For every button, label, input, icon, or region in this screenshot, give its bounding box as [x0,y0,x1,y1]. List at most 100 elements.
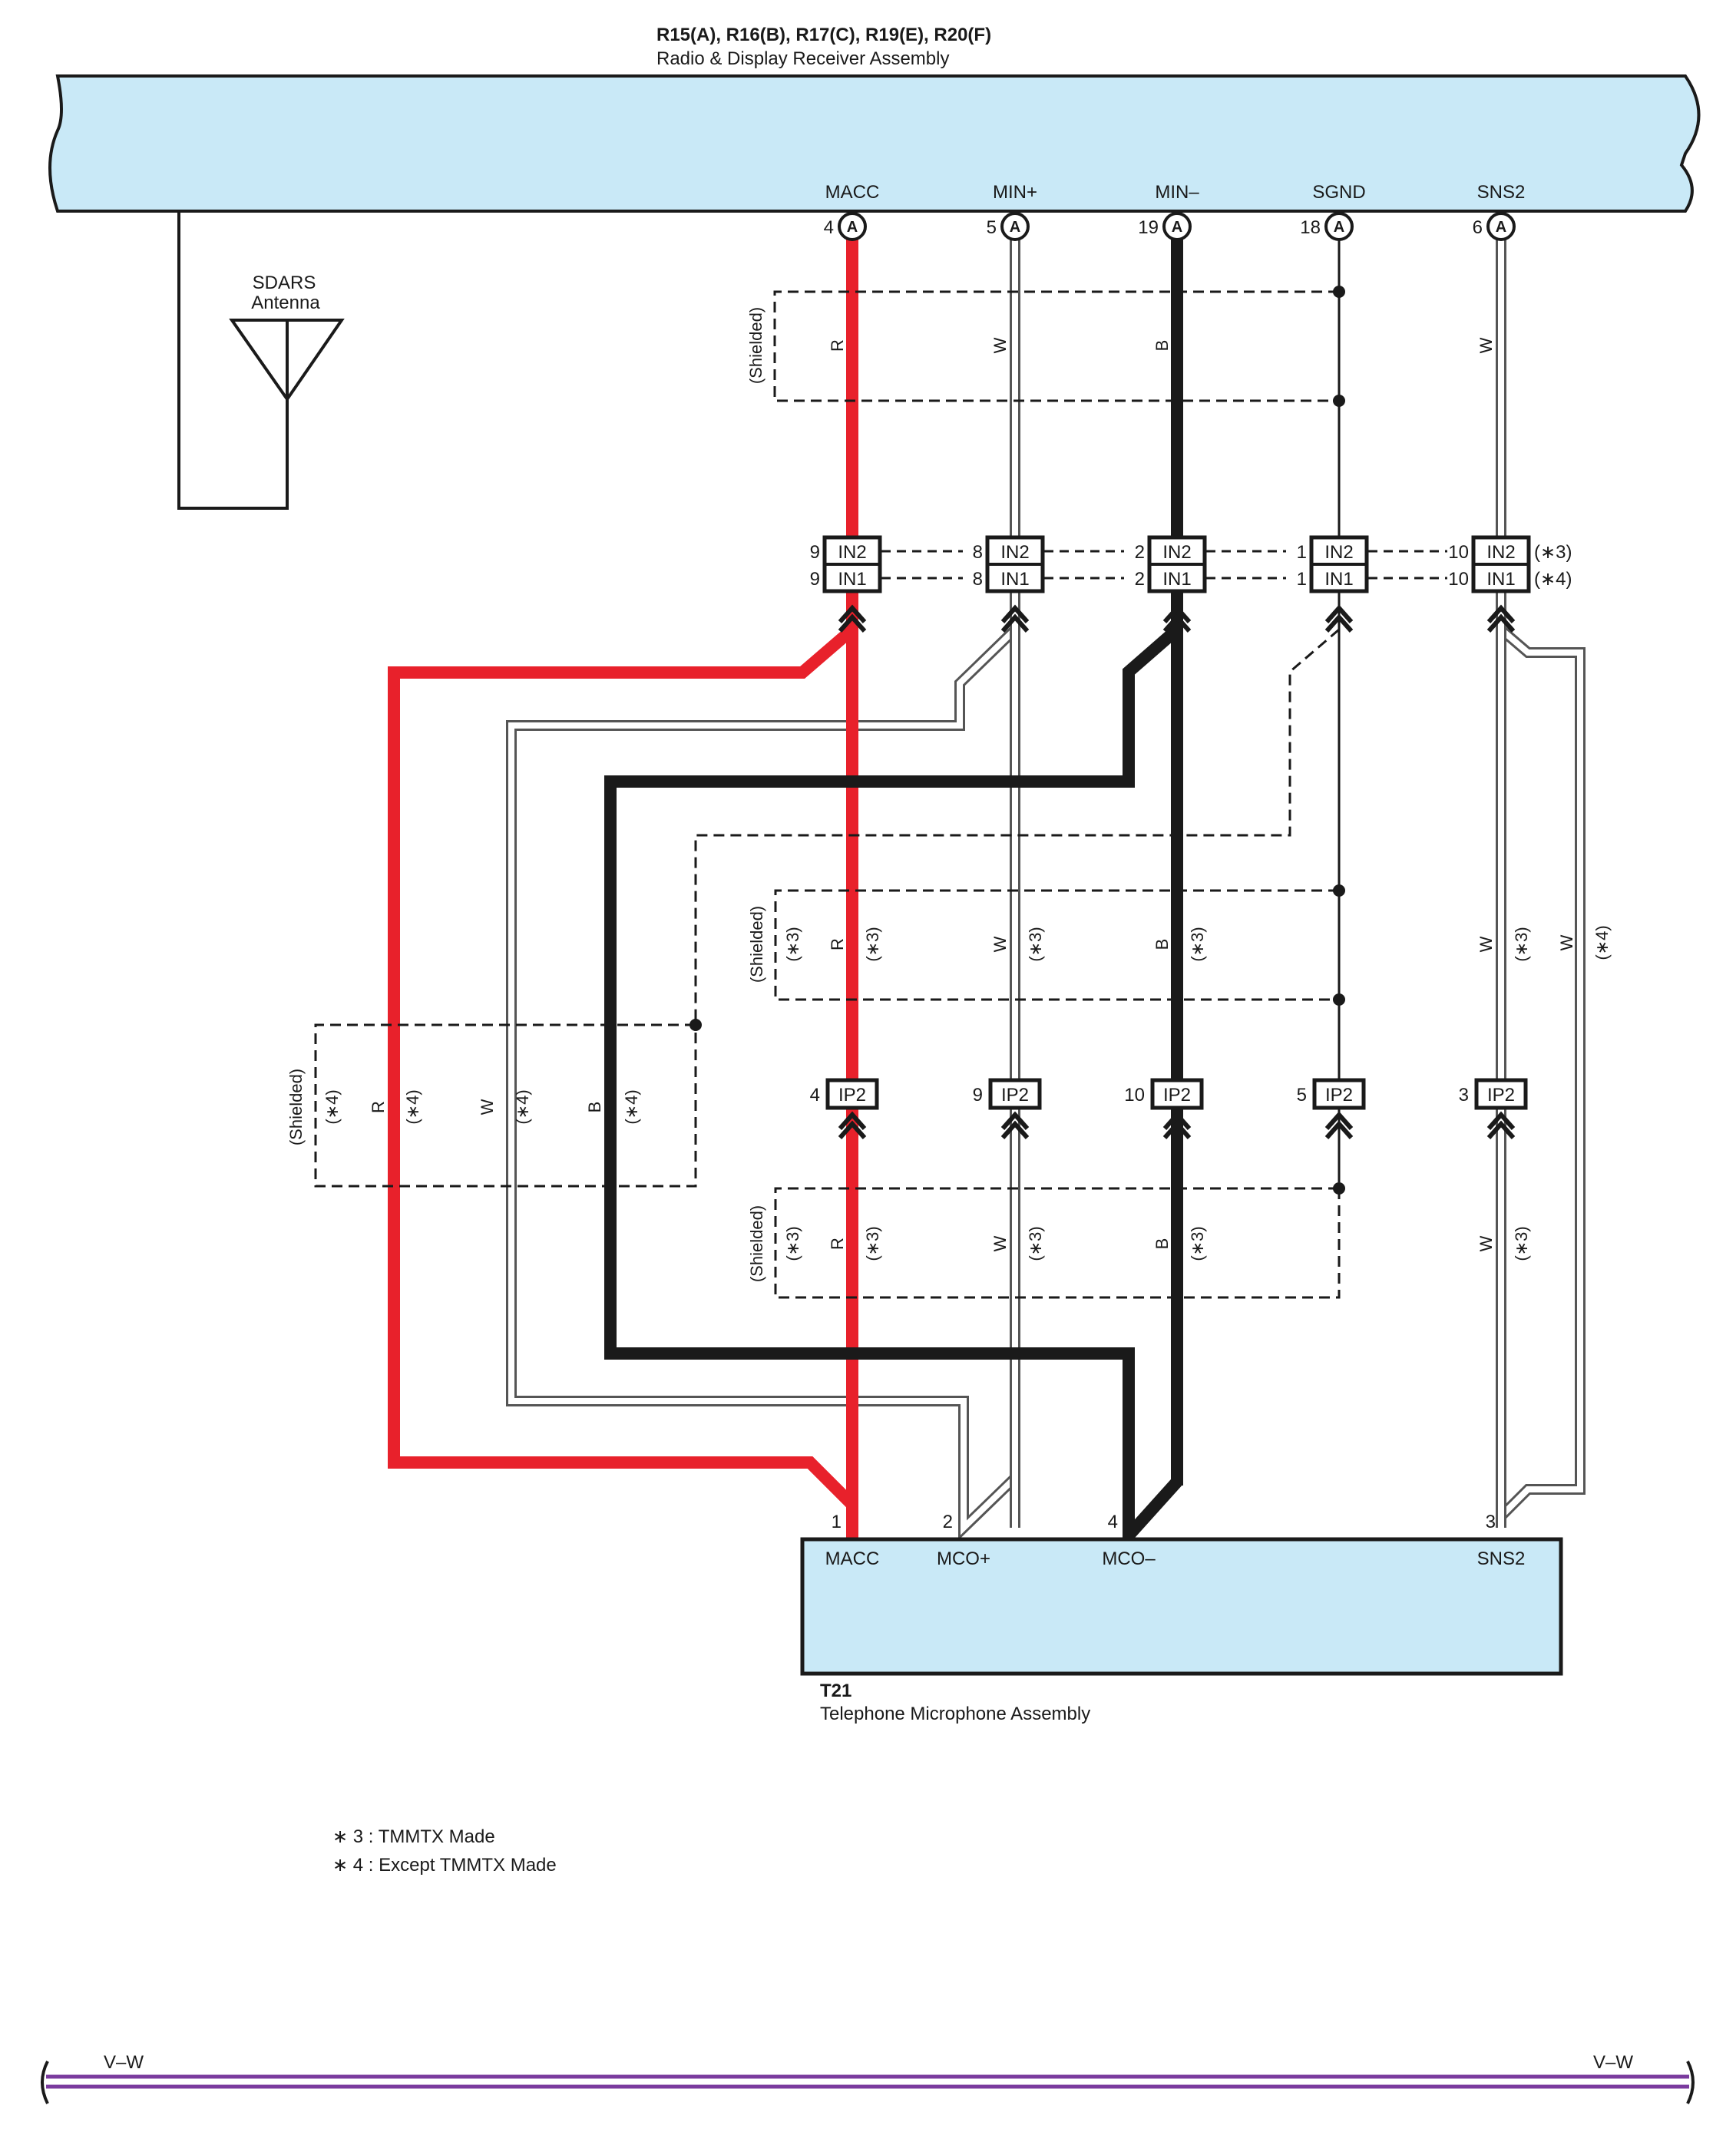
receiver-pin-number: 19 [1138,217,1159,238]
telephone-microphone-assembly [800,1537,1563,1676]
wire-color-label: R [369,1101,388,1113]
mic-pin-name: MCO– [1102,1548,1156,1569]
in-pin-number: 2 [1135,542,1145,563]
white-wires-main [1010,576,1506,1528]
connector-letter: A [1496,219,1506,236]
wire-color-label: W [990,337,1010,353]
mic-pin-name: MCO+ [937,1548,990,1569]
note-4-label: (∗4) [1592,925,1612,960]
antenna-label-1: SDARS [253,273,316,293]
note-4-label: (∗4) [322,1089,342,1124]
ip2-pin-number: 4 [810,1085,820,1106]
receiver-pin-markers [838,212,1516,241]
shield-junction [1333,993,1345,1006]
mic-id: T21 [820,1681,851,1701]
wire-color-label: B [585,1102,604,1113]
black-wire-route-4 [604,624,1182,1552]
ip2-connectors [825,1078,1528,1110]
wire-color-label: R [828,339,847,352]
bottom-bus-bar [41,2061,1695,2104]
note-3-label: (∗3) [1026,927,1045,961]
connector-letter: A [1010,219,1020,236]
bottom-bar-label-right: V–W [1593,2052,1633,2073]
in2-label: IN2 [1162,542,1191,563]
wire-color-label: W [990,1235,1010,1251]
in-pin-number: 10 [1448,569,1469,590]
in1-note: (∗4) [1534,569,1572,590]
wire-color-label: B [1152,1238,1172,1250]
wire-color-label: W [1476,337,1496,353]
shield-junction [1333,286,1345,298]
shield-middle [774,889,1339,1001]
in-pin-number: 8 [973,569,983,590]
wire-color-label: W [1476,936,1496,952]
in1-label: IN1 [1324,569,1353,590]
wire-color-label: B [1152,939,1172,950]
shield-junction [1333,395,1345,407]
wire-color-label: W [990,936,1010,952]
shield-lower [774,1182,1341,1299]
receiver-title: R15(A), R16(B), R17(C), R19(E), R20(F) [656,25,991,45]
pin-name-sgnd: SGND [1312,182,1365,203]
mic-pin-number: 2 [943,1512,953,1532]
note-3-label: (∗3) [1512,1226,1531,1261]
in2-label: IN2 [838,542,866,563]
in1-label: IN1 [1162,569,1191,590]
wire-color-label: W [1476,1235,1496,1251]
note-3-label: (∗3) [783,927,802,961]
in-connectors [822,535,1531,593]
mic-name: Telephone Microphone Assembly [820,1704,1090,1724]
ip2-pin-number: 5 [1297,1085,1307,1106]
note-3-label: (∗3) [783,1226,802,1261]
shield-junction [1333,884,1345,897]
white-wire-route-4 [506,625,1586,1541]
note-3-label: (∗3) [863,1226,882,1261]
bottom-bar-label-left: V–W [104,2052,144,2073]
footnote-3: ∗ 3 : TMMTX Made [332,1826,495,1847]
in-pin-number: 9 [810,542,820,563]
ip2-pin-number: 9 [973,1085,983,1106]
in2-label: IN2 [1324,542,1353,563]
ip2-label: IP2 [1163,1085,1191,1106]
receiver-pin-number: 6 [1473,217,1483,238]
wire-color-label: W [1557,934,1576,950]
in2-note: (∗3) [1534,542,1572,563]
mic-pin-name: SNS2 [1477,1548,1526,1569]
pin-name-min-plus: MIN+ [993,182,1037,203]
in-pin-number: 1 [1297,542,1307,563]
sgnd-route-4 [314,628,1340,1188]
shielded-label: (Shielded) [747,1205,766,1282]
in1-label: IN1 [1486,569,1515,590]
receiver-pin-number: 5 [987,217,997,238]
in-pin-number: 1 [1297,569,1307,590]
note-3-label: (∗3) [1188,927,1207,961]
connector-letter: A [1334,219,1344,236]
ip2-pin-number: 10 [1124,1085,1145,1106]
in1-label: IN1 [838,569,866,590]
receiver-assembly [48,74,1701,213]
pin-name-macc: MACC [825,182,880,203]
note-4-label: (∗4) [403,1089,422,1124]
antenna-label-2: Antenna [251,292,320,313]
wire-color-label: W [478,1099,497,1115]
ip2-chevrons [838,1111,1516,1139]
ip2-label: IP2 [1487,1085,1515,1106]
pin-name-min-minus: MIN– [1155,182,1199,203]
wire-color-label: B [1152,340,1172,352]
mic-pin-number: 1 [832,1512,842,1532]
shield-junction [1333,1182,1345,1195]
connector-letter: A [847,219,858,236]
shielded-label: (Shielded) [747,906,766,983]
ip2-pin-number: 3 [1459,1085,1469,1106]
ip2-label: IP2 [838,1085,866,1106]
white-wires-upper [1010,238,1506,537]
in2-label: IN2 [1000,542,1029,563]
in-connector-links [881,550,1447,580]
in-pin-number: 8 [973,542,983,563]
shielded-label: (Shielded) [746,307,765,384]
in-chevrons [838,604,1516,633]
in-pin-number: 10 [1448,542,1469,563]
mic-pin-name: MACC [825,1548,880,1569]
note-3-label: (∗3) [1188,1226,1207,1261]
antenna-lead [177,211,289,510]
